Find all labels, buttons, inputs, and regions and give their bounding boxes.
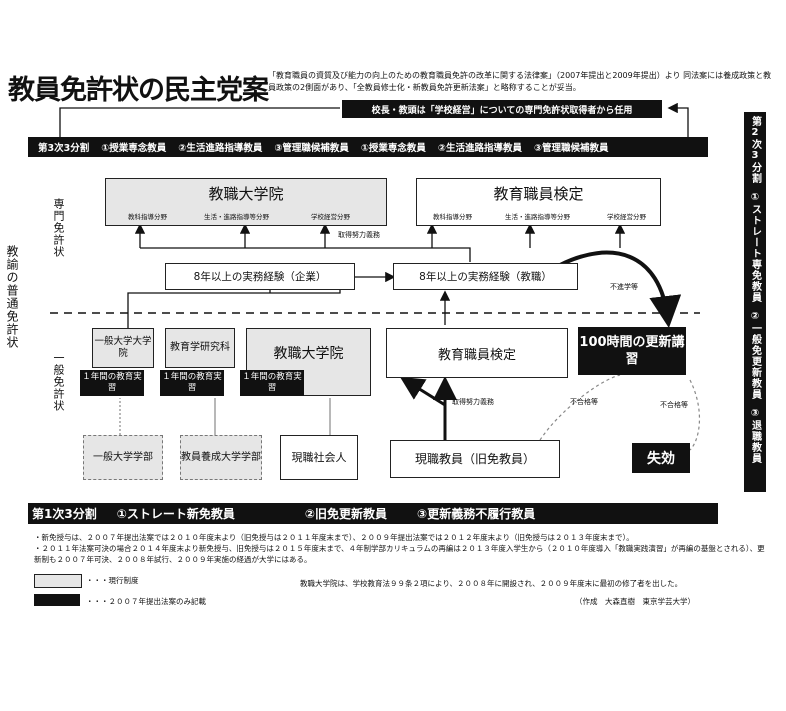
third-split-lead: 第3次3分割 [38,143,90,154]
notes-block: ・新免授与は、２００７年提出法案では２０１０年度末より（旧免授与は２０１１年度末… [34,532,769,565]
second-split-bar: 第2次3分割 ①ストレート専免教員 ②一般免更新教員 ③退職教員 [744,112,766,492]
fail-label-1: 不合格等 [570,398,598,406]
upper-exam-sub: 学校経営分野 [607,213,646,221]
third-split-item: ③管理職候補教員 [274,143,349,154]
third-split-item: ②生活進路指導教員 [437,143,522,154]
fail-label-2: 不合格等 [660,401,688,409]
upper-exam-sub: 生活・進路指導等分野 [505,213,570,221]
upper-exam-title: 教育職員検定 [493,185,584,203]
no-advance-label: 不進学等 [610,283,638,291]
legend-swatch-2007 [34,594,80,606]
renewal-course-box: 100時間の更新講習 [578,327,686,375]
left-label-main: 教諭の普通免許状 [5,245,19,349]
exp-teaching-box: 8年以上の実務経験（教職） [393,263,578,290]
lower-to-exp-line [127,290,341,328]
exp-connector [140,247,471,262]
principal-arrow-right [667,102,689,137]
third-split-item: ③管理職候補教員 [533,143,609,154]
header-note: 「教育職員の資質及び能力の向上のための教育職員免許の改革に関する法律案」（200… [268,71,772,92]
upper-grad-school-box: 教職大学院 教科指導分野 生活・進路指導等分野 学校経営分野 [105,178,387,226]
current-to-grad-arrow [399,376,447,440]
upper-grad-sub: 教科指導分野 [128,213,167,221]
legend-label-2007: ・・・２００７年提出法案のみ記載 [86,597,206,606]
training-univ-box: 教員養成大学学部 [180,435,262,480]
credit: （作成 大森直樹 東京学芸大学） [575,597,695,606]
current-teacher-box: 現職教員（旧免教員） [390,440,560,478]
principal-line-left [59,107,340,137]
upper-grad-sub: 生活・進路指導等分野 [204,213,269,221]
third-split-bar: 第3次3分割 ①授業専念教員 ②生活進路指導教員 ③管理職候補教員 ①授業専念教… [28,137,708,157]
second-split-lead: 第2次3分割 [749,116,761,184]
third-split-item: ①授業専念教員 [101,143,167,154]
practicum-box: １年間の教育実習 [80,370,144,396]
practicum-box: １年間の教育実習 [240,370,304,396]
note-line: ・新免授与は、２００７年提出法案では２０１０年度末より（旧免授与は２０１１年度末… [34,533,634,542]
page-title: 教員免許状の民主党案 [8,75,269,106]
working-adult-box: 現職社会人 [280,435,358,480]
legend-label-current: ・・・現行制度 [86,576,139,585]
lower-effort-label: 取得努力義務 [452,398,494,406]
first-split-item: ②旧免更新教員 [304,507,388,521]
lower-exam-box: 教育職員検定 [386,328,568,378]
left-label-lower: 一般免許状 [52,352,65,412]
fail-arrow-2 [689,379,701,451]
first-split-lead: 第1次3分割 [32,507,97,521]
lower-grad-school-title: 教職大学院 [273,346,344,362]
upper-effort-label: 取得努力義務 [338,231,380,239]
first-split-item: ③更新義務不履行教員 [417,507,536,521]
edu-research-box: 教育学研究科 [165,328,235,368]
upper-grad-school-title: 教職大学院 [208,185,284,203]
principal-banner: 校長・教頭は「学校経営」についての専門免許状取得者から任用 [342,100,662,118]
footer-note: 教職大学院は、学校教育法９９条２項により、２００８年に開設され、２００９年度末に… [300,579,683,588]
legend-swatch-current [34,574,82,588]
practicum-box: １年間の教育実習 [160,370,224,396]
renewal-curve-arrow [559,250,682,328]
first-split-bar: 第1次3分割 ①ストレート新免教員 ②旧免更新教員 ③更新義務不履行教員 [28,503,718,524]
upper-grad-sub: 学校経営分野 [311,213,350,221]
fail-arrow-1 [539,374,621,441]
second-split-item: ②一般免更新教員 [749,311,761,400]
upper-exam-sub: 教科指導分野 [433,213,472,221]
left-label-upper: 専門免許状 [52,198,65,258]
general-univ-box: 一般大学学部 [83,435,163,480]
upper-exam-box: 教育職員検定 教科指導分野 生活・進路指導等分野 学校経営分野 [416,178,661,226]
first-split-item: ①ストレート新免教員 [116,507,235,521]
third-split-item: ②生活進路指導教員 [178,143,263,154]
third-split-item: ①授業専念教員 [360,143,426,154]
second-split-item: ①ストレート専免教員 [749,192,761,303]
exp-company-box: 8年以上の実務経験（企業） [165,263,355,290]
general-grad-box: 一般大学大学院 [92,328,154,368]
expire-box: 失効 [632,443,690,473]
note-line: ・２０１１年法案可決の場合２０１４年度末より新免授与、旧免授与は２０１５年度末ま… [34,544,765,564]
second-split-item: ③退職教員 [749,408,761,464]
